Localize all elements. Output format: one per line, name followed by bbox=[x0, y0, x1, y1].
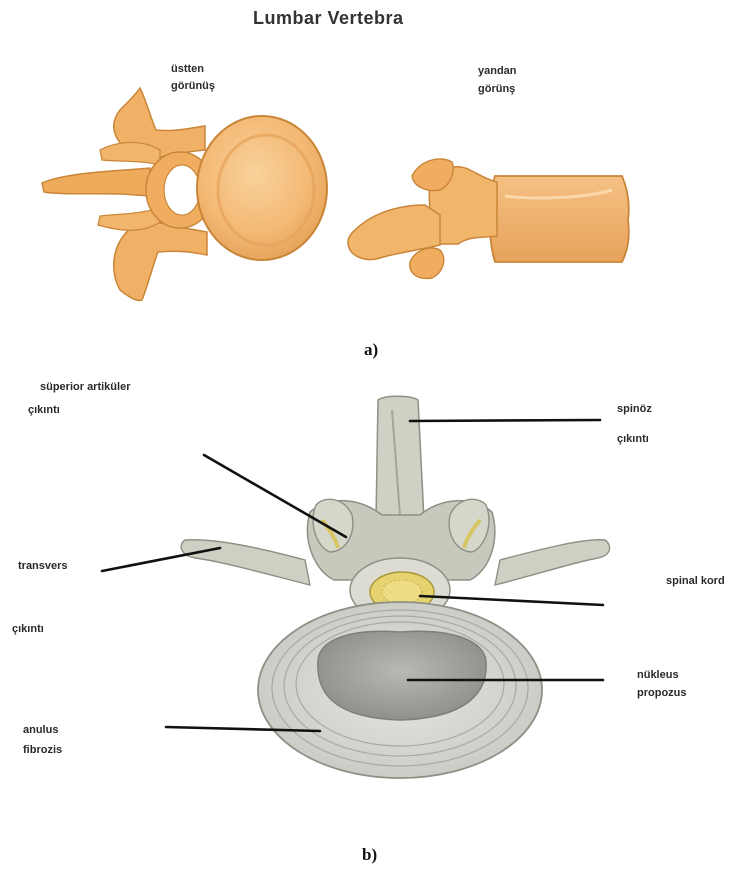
caption-a: a) bbox=[364, 340, 378, 360]
anulus-label-line2: fibrozis bbox=[23, 741, 62, 759]
spinal-cord-label: spinal kord bbox=[666, 572, 725, 590]
nucleus-label-line1: nükleus bbox=[637, 666, 679, 684]
leader-spinous bbox=[410, 420, 600, 421]
side-view-vertebra bbox=[348, 159, 629, 279]
leader-superior-articular bbox=[204, 455, 346, 537]
spinous-label-line1: spinöz bbox=[617, 400, 652, 418]
anulus-label-line1: anulus bbox=[23, 721, 58, 739]
cross-section-illustration bbox=[181, 396, 609, 778]
top-view-label-line2: görünüş bbox=[171, 77, 215, 95]
side-view-label-line2: görünş bbox=[478, 80, 515, 98]
spinous-label-line2: çıkıntı bbox=[617, 430, 649, 448]
caption-b: b) bbox=[362, 845, 377, 865]
top-view-vertebra bbox=[42, 88, 327, 301]
superior-articular-label-line2: çıkıntı bbox=[28, 401, 60, 419]
top-view-label-line1: üstten bbox=[171, 60, 204, 78]
transverse-label-line1: transvers bbox=[18, 557, 68, 575]
nucleus-label-line2: propozus bbox=[637, 684, 687, 702]
superior-articular-label-line1: süperior artiküler bbox=[40, 378, 130, 396]
transverse-label-line2: çıkıntı bbox=[12, 620, 44, 638]
side-view-label-line1: yandan bbox=[478, 62, 517, 80]
